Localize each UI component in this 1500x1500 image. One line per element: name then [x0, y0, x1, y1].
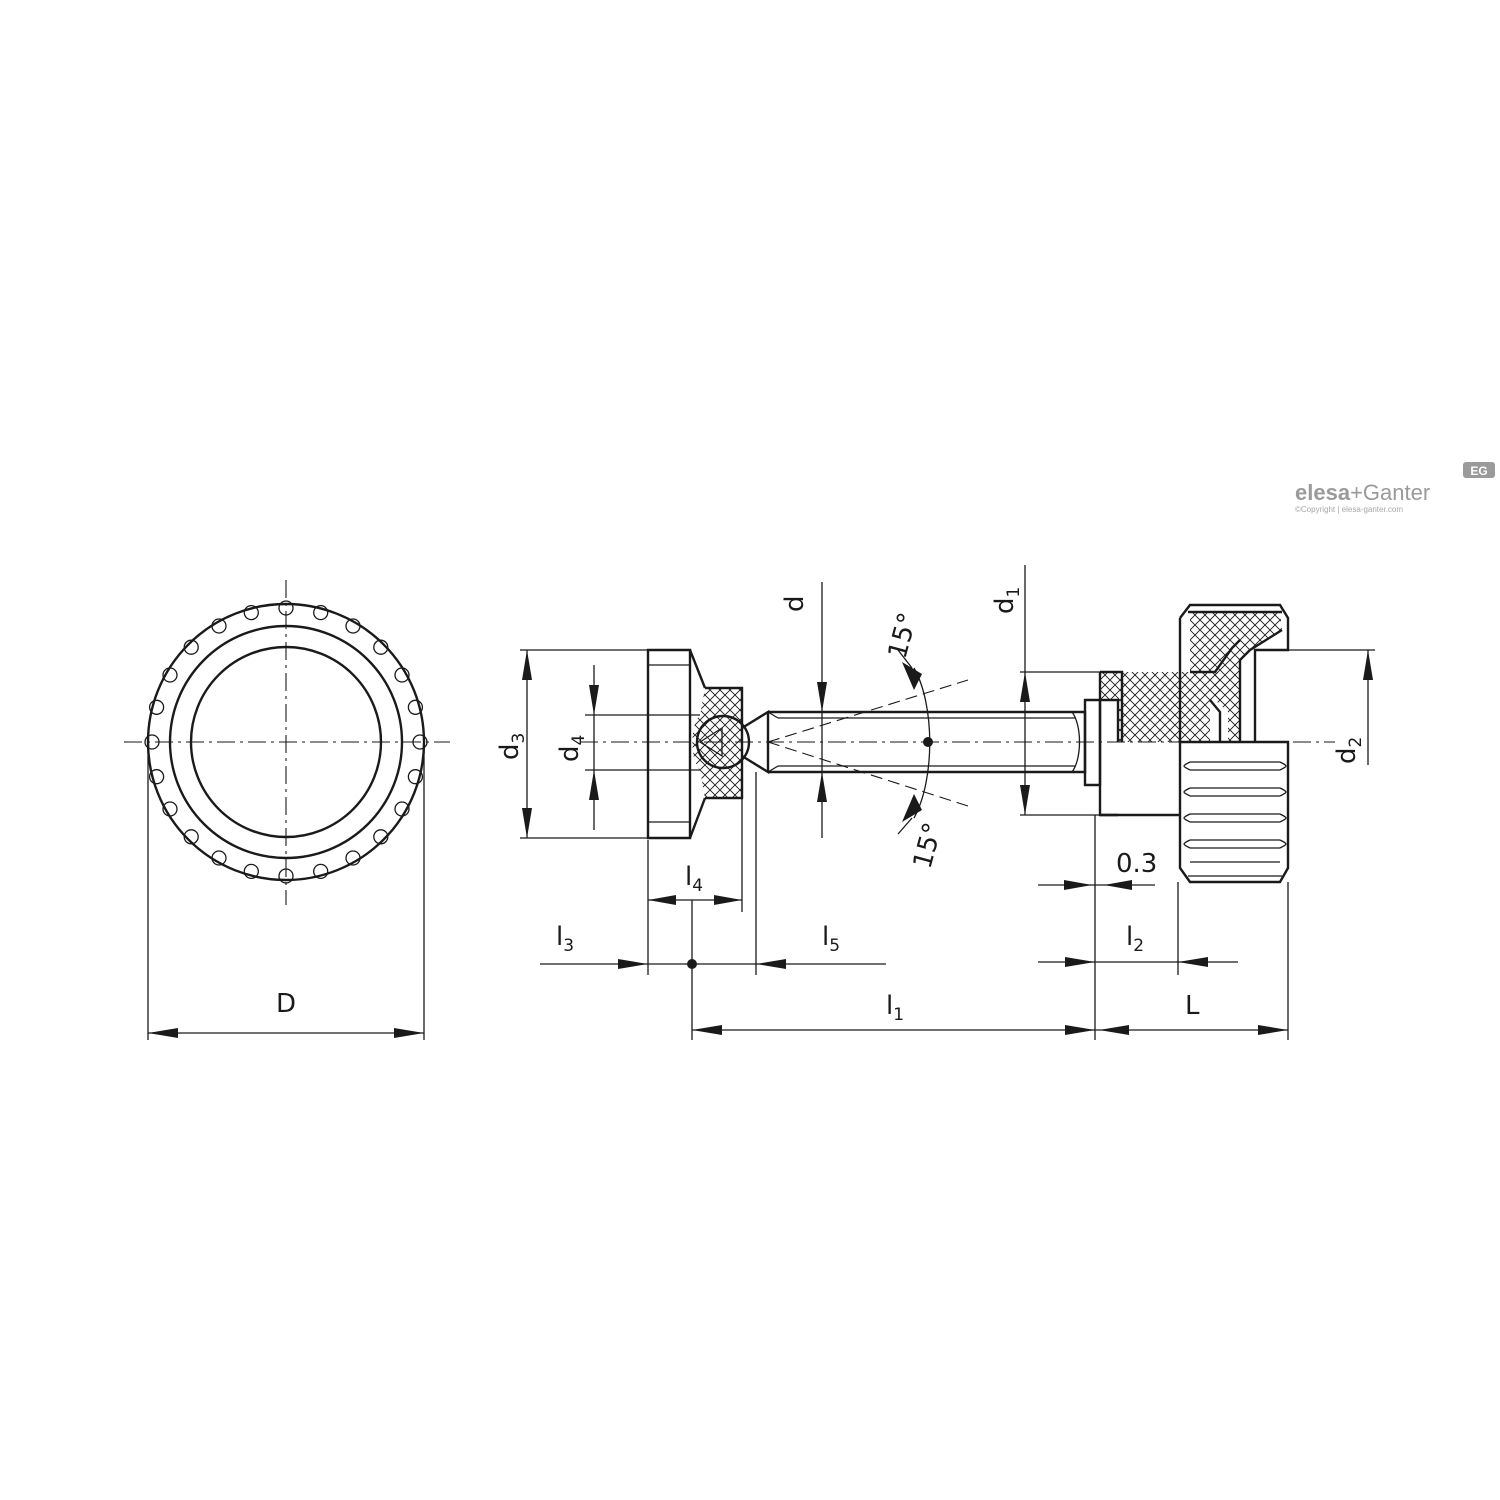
knurl-scallop — [148, 769, 165, 785]
label-l1: l1 — [886, 991, 904, 1025]
label-d3: d3 — [495, 733, 529, 760]
label-d: d — [780, 595, 810, 612]
label-l5: l5 — [822, 922, 840, 956]
brand-name: elesa+Ganter — [1295, 480, 1430, 505]
side-view: 15° 15° d3 d4 d d1 — [495, 565, 1375, 1040]
knurl-scallop — [373, 829, 389, 845]
label-l2: l2 — [1126, 922, 1144, 956]
label-L: L — [1185, 991, 1200, 1021]
knurl-scallop — [183, 829, 199, 845]
knurl-scallop — [162, 667, 178, 683]
brand-badge — [1463, 462, 1495, 478]
label-angle-top: 15° — [883, 610, 924, 662]
knurl-scallop — [148, 699, 165, 715]
knurl-scallop — [243, 863, 259, 880]
knurl-scallop — [243, 604, 259, 621]
label-d4: d4 — [555, 735, 589, 762]
knurl-scallop — [211, 618, 227, 634]
copyright-text: ©Copyright | elesa-ganter.com — [1295, 505, 1403, 514]
knurl-scallops — [144, 600, 428, 884]
knurl-scallop — [373, 639, 389, 655]
knob-ribs — [1183, 761, 1287, 863]
knurl-scallop — [394, 801, 410, 817]
label-d1: d1 — [990, 587, 1024, 614]
label-D: D — [276, 989, 296, 1019]
label-l3: l3 — [556, 922, 574, 956]
brand-badge-text: EG — [1470, 464, 1487, 478]
knurl-scallop — [162, 801, 178, 817]
knurl-scallop — [394, 667, 410, 683]
knurl-scallop — [183, 639, 199, 655]
knurl-scallop — [407, 769, 424, 785]
label-l4: l4 — [685, 862, 703, 896]
label-angle-bottom: 15° — [908, 820, 949, 872]
knurl-scallop — [211, 850, 227, 866]
knurl-scallop — [345, 850, 361, 866]
brand-logo: EG elesa+Ganter ©Copyright | elesa-gante… — [1295, 462, 1495, 514]
label-gap: 0.3 — [1116, 849, 1157, 879]
label-d2: d2 — [1332, 737, 1366, 764]
knurl-scallop — [345, 618, 361, 634]
knurl-scallop — [313, 863, 329, 880]
knurl-scallop — [313, 604, 329, 621]
knurl-scallop — [407, 699, 424, 715]
front-view: D — [124, 580, 450, 1040]
